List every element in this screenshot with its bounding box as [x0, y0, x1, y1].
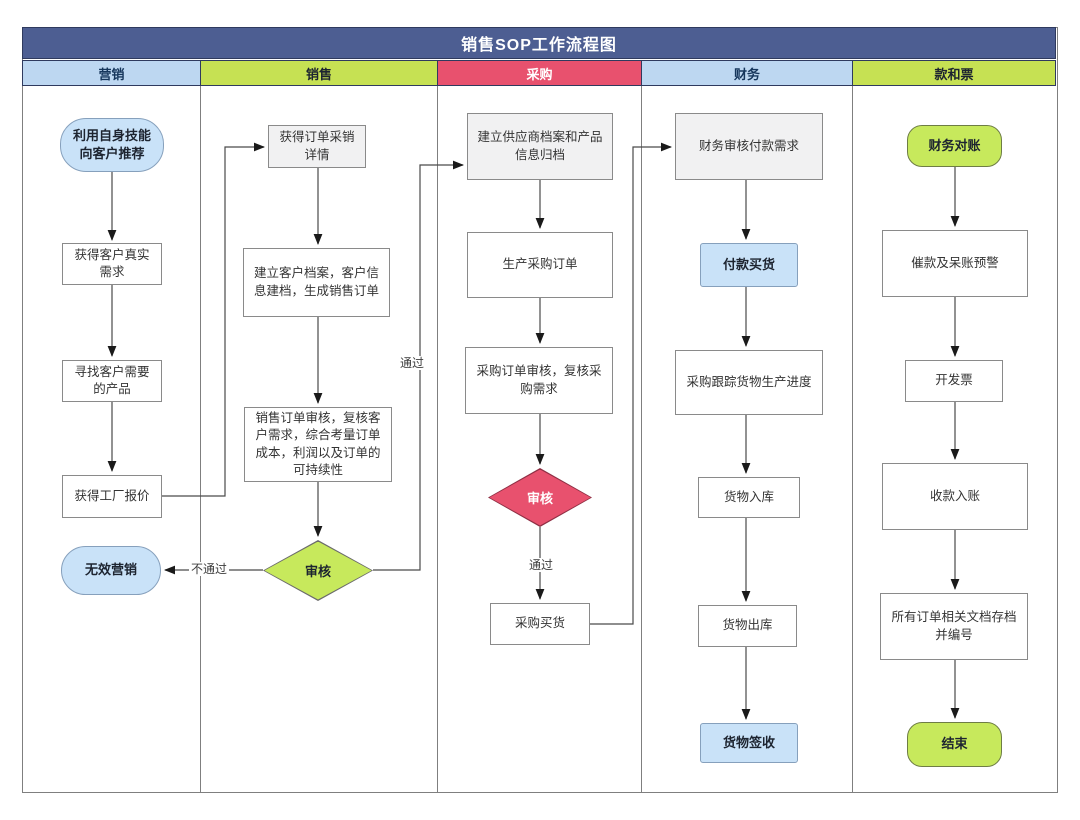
node-goods-signed: 货物签收 — [700, 723, 798, 763]
edge-label-purchase-pass: 通过 — [527, 558, 556, 572]
decision-purchase-review: 审核 — [488, 468, 592, 527]
lane-divider — [852, 86, 853, 793]
node-finance-review-payment: 财务审核付款需求 — [675, 113, 823, 180]
node-recommend-by-skills: 利用自身技能 向客户推荐 — [60, 118, 164, 172]
node-create-customer-file: 建立客户档案，客户信息建档，生成销售订单 — [243, 248, 390, 317]
lane-header-finance: 财务 — [641, 60, 853, 86]
lane-header-sales: 销售 — [200, 60, 438, 86]
node-end: 结束 — [907, 722, 1002, 767]
decision-sales-review: 审核 — [263, 540, 373, 601]
lane-header-payment: 款和票 — [852, 60, 1056, 86]
lane-header-marketing: 营销 — [22, 60, 201, 86]
lane-divider — [641, 86, 642, 793]
node-finance-reconciliation: 财务对账 — [907, 125, 1002, 167]
node-issue-invoice: 开发票 — [905, 360, 1003, 402]
node-receive-payment: 收款入账 — [882, 463, 1028, 530]
node-archive-documents: 所有订单相关文档存档并编号 — [880, 593, 1028, 660]
node-find-products: 寻找客户需要 的产品 — [62, 360, 162, 402]
node-purchase-order-review: 采购订单审核，复核采购需求 — [465, 347, 613, 414]
node-supplier-archive: 建立供应商档案和产品信息归档 — [467, 113, 613, 180]
node-goods-outbound: 货物出库 — [698, 605, 797, 647]
page-title: 销售SOP工作流程图 — [22, 27, 1056, 59]
node-pay-for-goods: 付款买货 — [700, 243, 798, 287]
lane-divider — [437, 86, 438, 793]
node-create-purchase-order: 生产采购订单 — [467, 232, 613, 298]
node-debt-warning: 催款及呆账预警 — [882, 230, 1028, 297]
edge-label-sales-pass: 通过 — [398, 356, 427, 370]
node-get-factory-quote: 获得工厂报价 — [62, 475, 162, 518]
node-purchase-goods: 采购买货 — [490, 603, 590, 645]
decision-label: 审核 — [304, 564, 331, 579]
node-sales-order-review: 销售订单审核，复核客户需求，综合考量订单成本，利润以及订单的可持续性 — [244, 407, 392, 482]
edge-label-sales-fail: 不通过 — [189, 562, 230, 576]
decision-label: 审核 — [526, 491, 553, 506]
node-order-details: 获得订单采销 详情 — [268, 125, 366, 168]
lane-divider — [200, 86, 201, 793]
node-get-real-needs: 获得客户真实 需求 — [62, 243, 162, 285]
node-invalid-marketing: 无效营销 — [61, 546, 161, 595]
node-goods-inbound: 货物入库 — [698, 477, 800, 518]
node-track-production: 采购跟踪货物生产进度 — [675, 350, 823, 415]
lane-header-procurement: 采购 — [437, 60, 642, 86]
